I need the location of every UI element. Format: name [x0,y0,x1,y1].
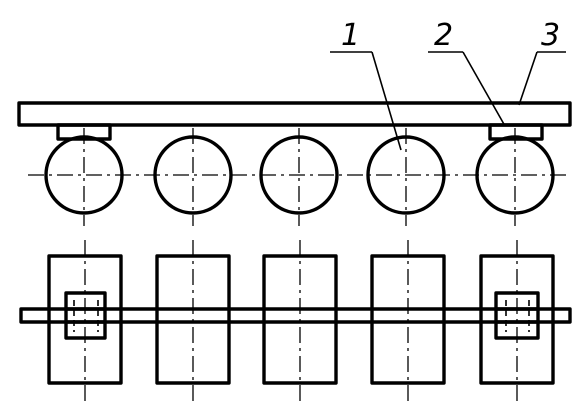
support-pad-plan-right [494,291,540,340]
callout-1-leader [371,51,402,151]
elevation-view [17,101,572,226]
callout-3-leader [518,51,538,106]
plan-view [19,240,572,402]
callout-1-label: 1 [341,18,360,53]
carrier-plate [17,101,572,127]
callout-2-leader [462,51,506,127]
roller-vertical-centerlines [83,128,516,226]
support-pad-plan-left [64,291,107,340]
carrier-plate-plan [19,307,572,324]
support-pad-right [488,123,544,141]
callout-3-label: 3 [541,18,560,53]
callout-2-label: 2 [434,18,453,53]
callouts: 1 2 3 [330,18,566,151]
